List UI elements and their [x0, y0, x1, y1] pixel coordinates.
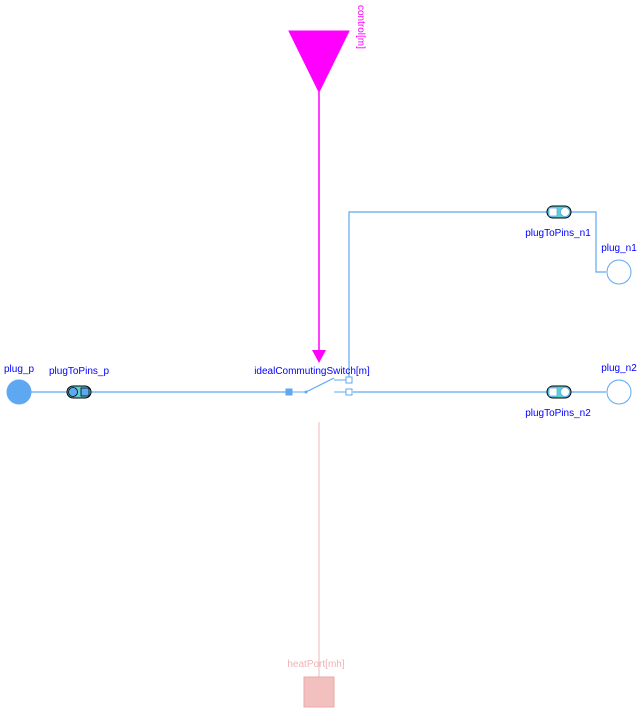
control-label: control[m] — [355, 5, 366, 49]
plug-to-pins-p[interactable] — [66, 385, 92, 399]
plug-n2-label: plug_n2 — [601, 363, 637, 374]
plug-n2-connector[interactable] — [606, 379, 632, 405]
control-arrowhead — [312, 350, 326, 363]
heat-port-square[interactable] — [303, 676, 335, 708]
plug-p-label: plug_p — [4, 364, 34, 375]
ideal-commuting-switch[interactable] — [285, 376, 353, 396]
plug-to-pins-n1[interactable] — [546, 205, 572, 219]
plug-n1-connector[interactable] — [606, 259, 632, 285]
plug-to-pins-n2[interactable] — [546, 385, 572, 399]
control-input-triangle[interactable] — [288, 30, 350, 94]
plug-to-pins-n1-label: plugToPins_n1 — [525, 228, 591, 239]
wire-switch-to-pins-n1 — [348, 211, 547, 377]
heat-port-label: heatPort[mh] — [287, 659, 344, 670]
plug-p-connector[interactable] — [6, 379, 32, 405]
wire-pins-n1-to-plug-n1 — [571, 211, 606, 273]
switch-label: idealCommutingSwitch[m] — [254, 366, 370, 377]
plug-to-pins-n2-label: plugToPins_n2 — [525, 408, 591, 419]
plug-to-pins-p-label: plugToPins_p — [49, 366, 109, 377]
plug-n1-label: plug_n1 — [601, 243, 637, 254]
